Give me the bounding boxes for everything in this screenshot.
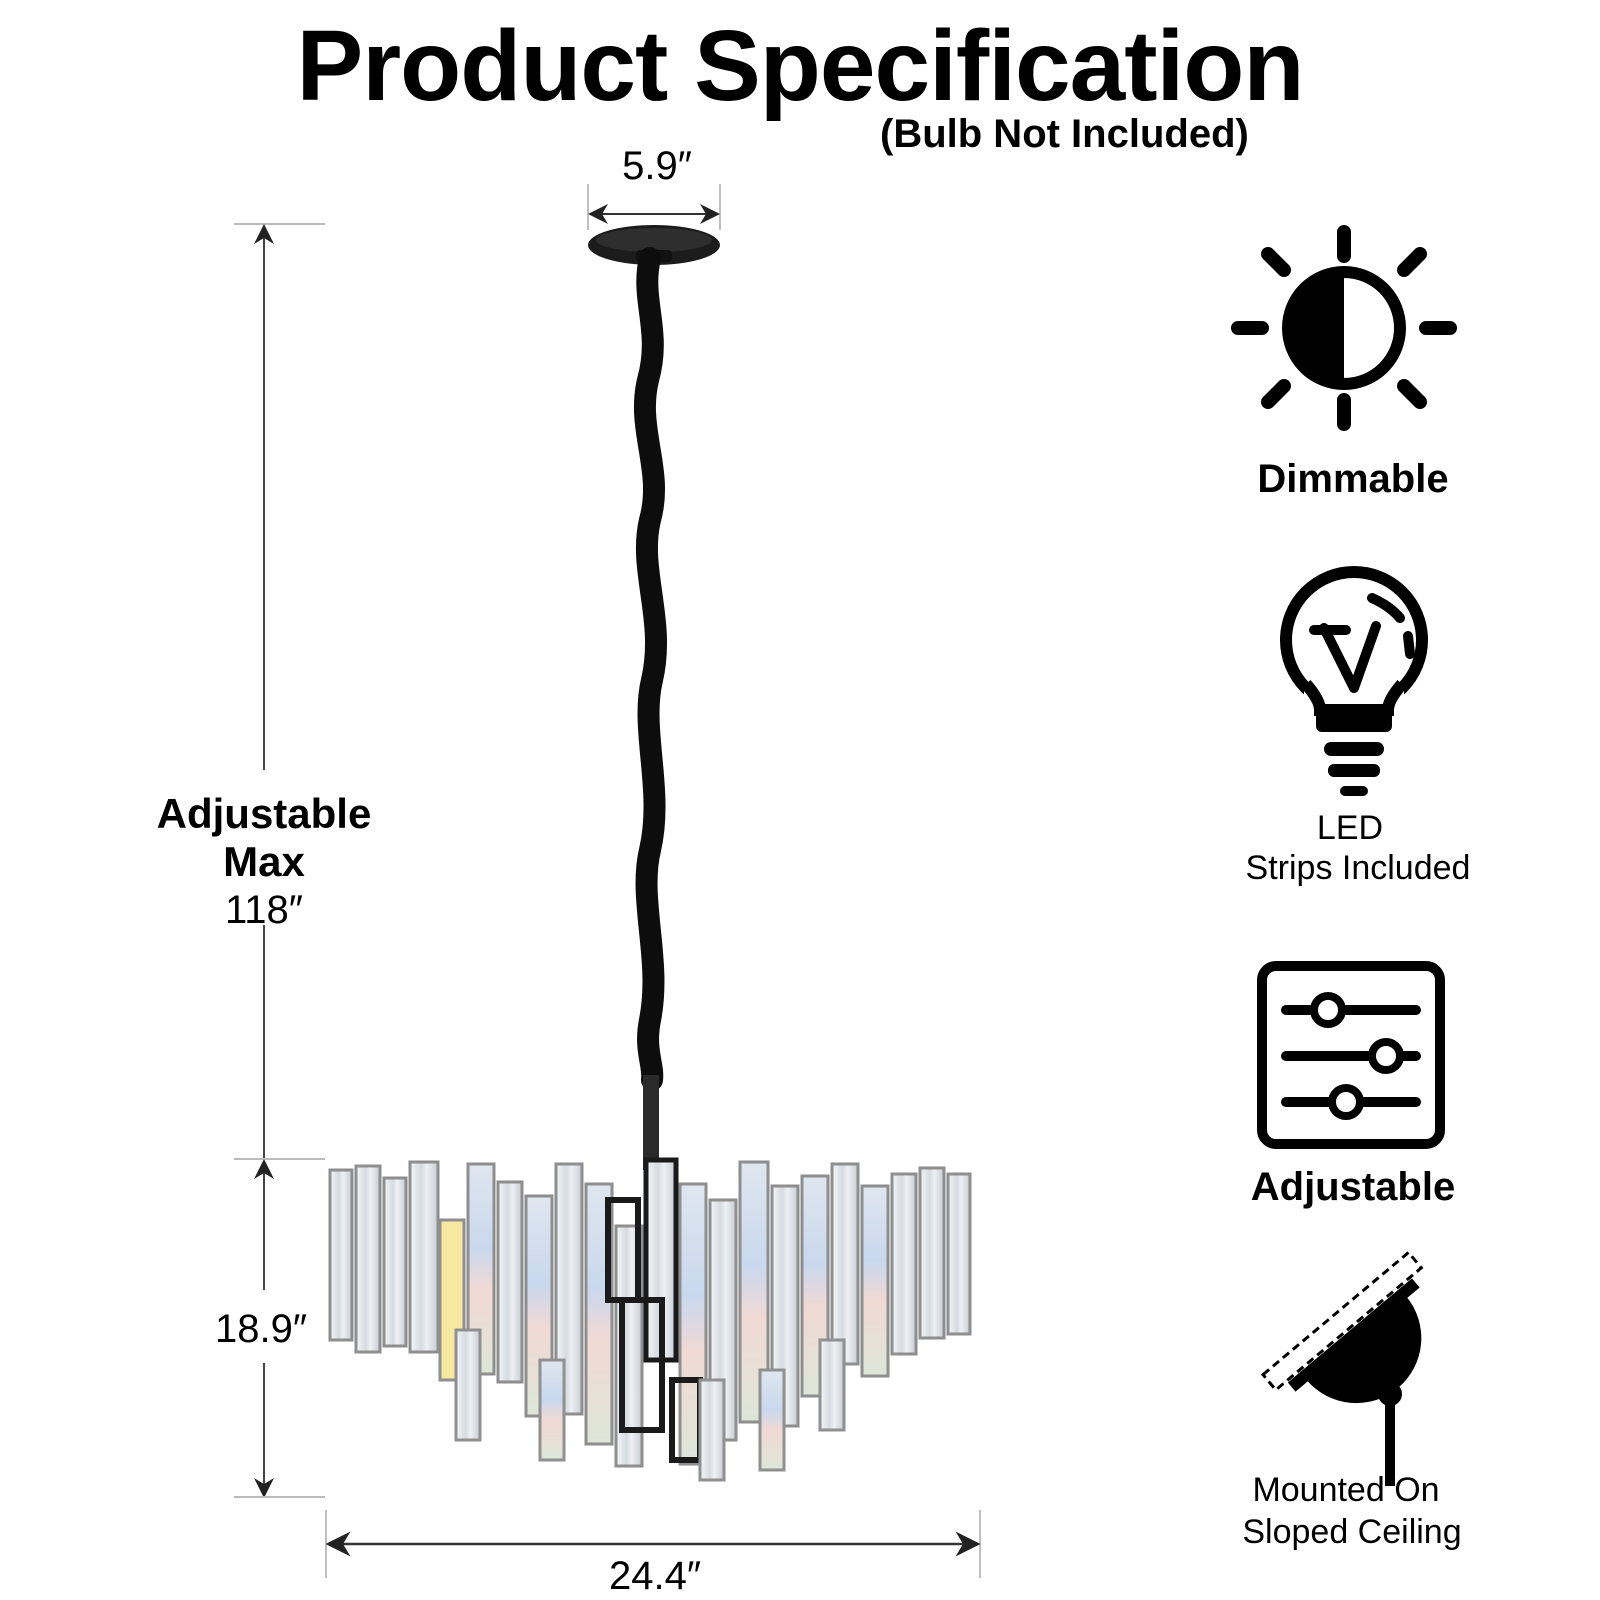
feature-led-label-line1: LED bbox=[1316, 809, 1384, 847]
led-bulb-icon bbox=[1280, 566, 1428, 796]
canopy-width-label: 5.9″ bbox=[622, 144, 692, 188]
feature-adjustable-label: Adjustable bbox=[1250, 1165, 1456, 1209]
sliders-icon bbox=[1257, 961, 1445, 1149]
adjustable-label: Adjustable bbox=[156, 790, 372, 837]
feature-sloped-label-line1: Mounted On bbox=[1252, 1471, 1440, 1509]
sloped-ceiling-mount-icon bbox=[1260, 1250, 1424, 1486]
body-height-label: 18.9″ bbox=[214, 1307, 307, 1351]
page-subtitle: (Bulb Not Included) bbox=[880, 112, 1249, 156]
max-label: Max bbox=[223, 838, 305, 885]
feature-sloped-label-line2: Sloped Ceiling bbox=[1242, 1513, 1462, 1551]
half-sun-icon bbox=[1231, 225, 1457, 431]
feature-led-label-line2: Strips Included bbox=[1245, 849, 1471, 887]
feature-dimmable-label: Dimmable bbox=[1257, 457, 1449, 501]
page-title: Product Specification bbox=[296, 10, 1305, 122]
body-width-label: 24.4″ bbox=[608, 1554, 701, 1598]
max-height-label: 118″ bbox=[225, 888, 303, 932]
